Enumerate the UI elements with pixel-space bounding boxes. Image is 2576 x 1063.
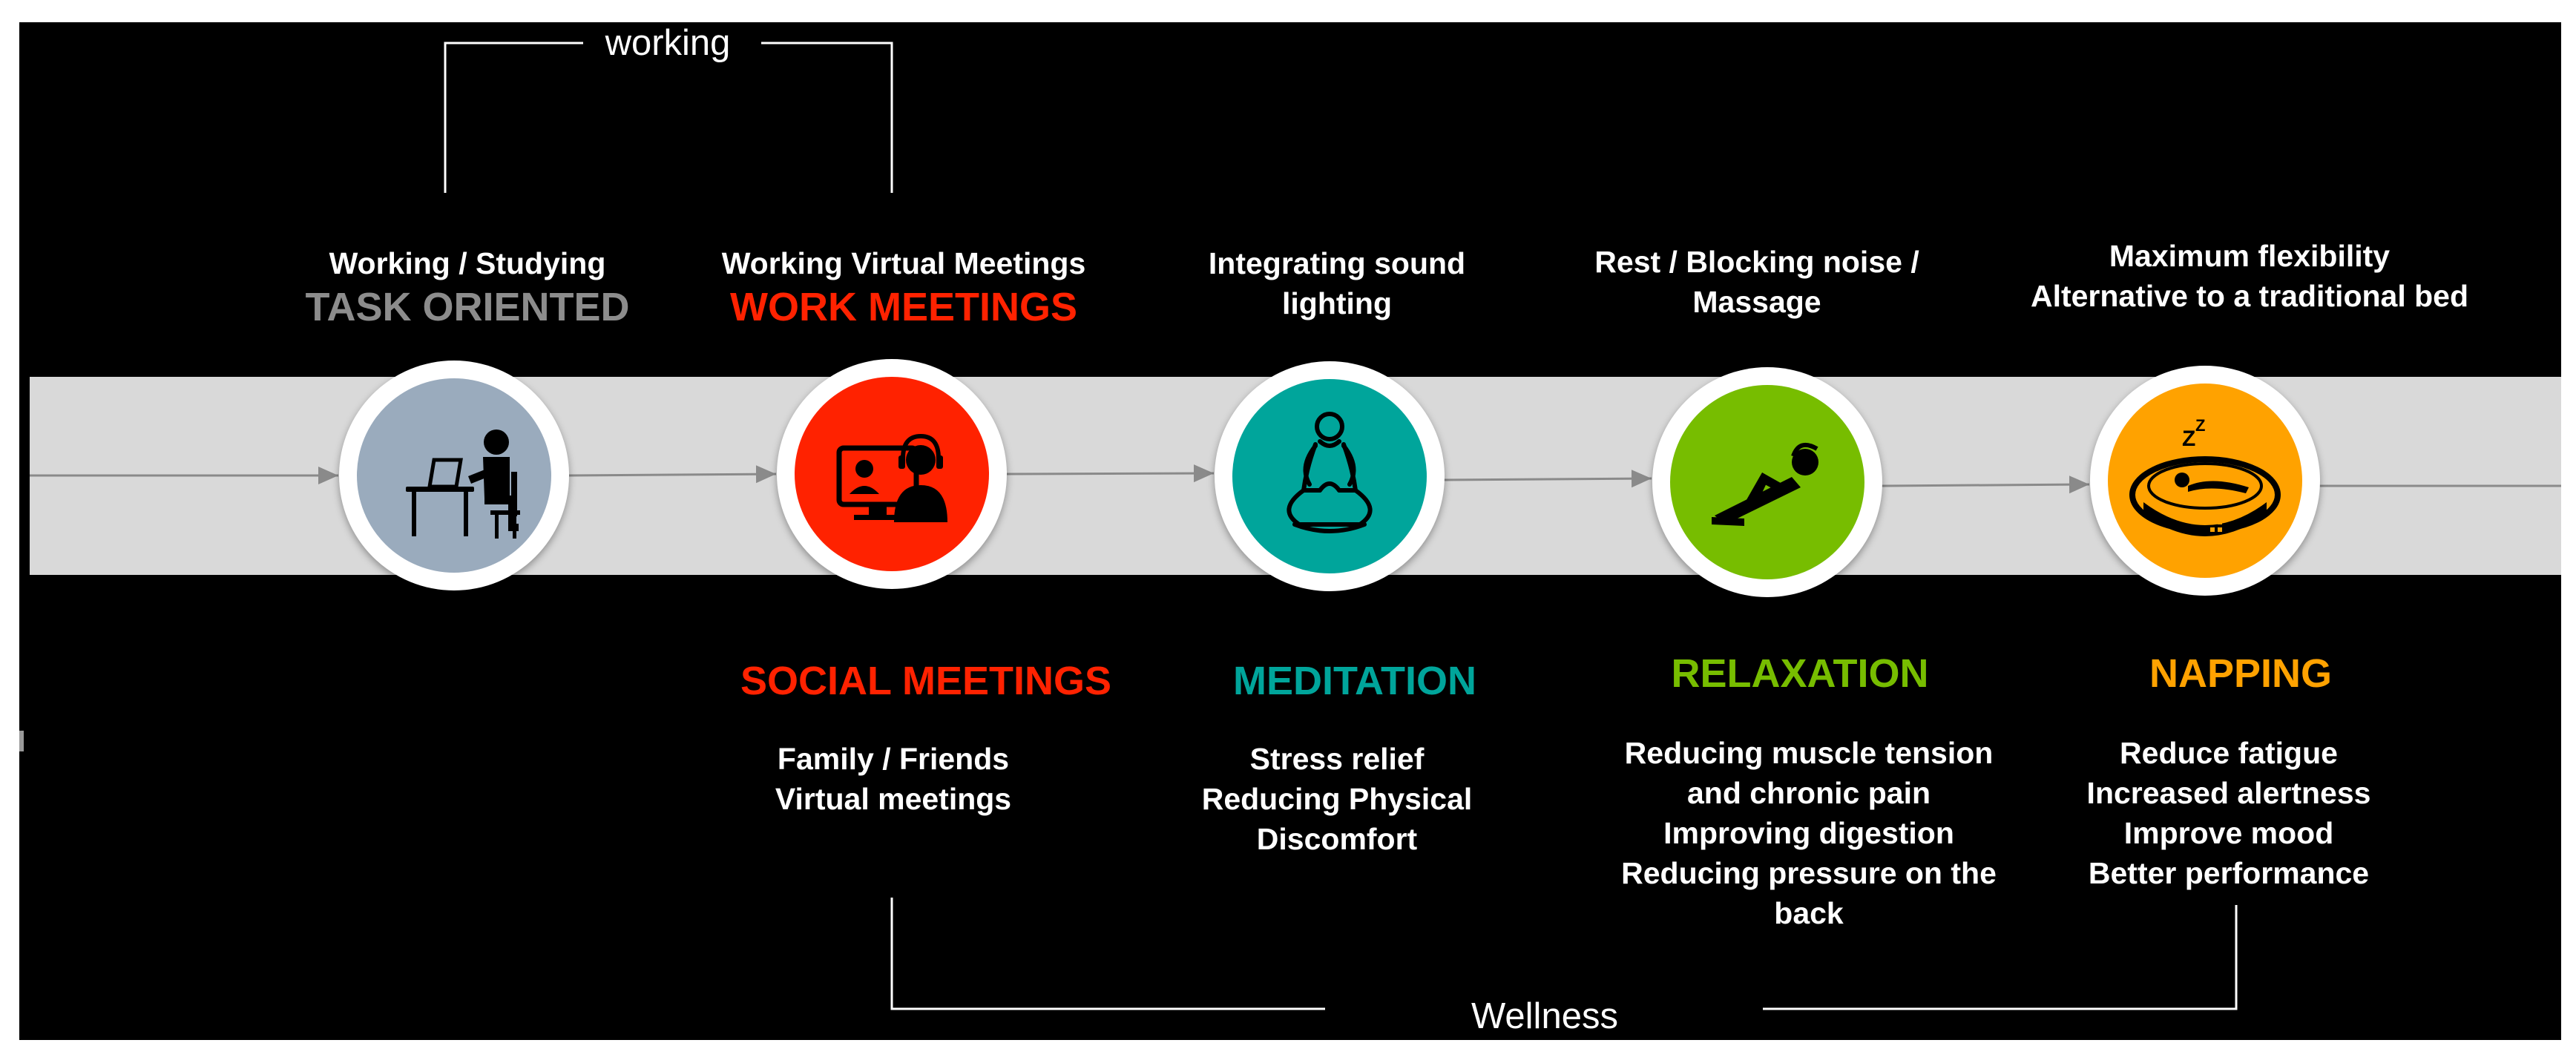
napping-label: NAPPING: [2149, 651, 2333, 696]
relaxation-label: RELAXATION: [1671, 651, 1929, 696]
left-edge-mark: [19, 731, 24, 751]
relaxation-top-text-1: Rest / Blocking noise /: [1594, 245, 1919, 279]
napping-node: Z Z: [2090, 366, 2320, 596]
video-conference-icon: [836, 433, 947, 522]
meetings-node: [777, 359, 1007, 589]
svg-text:Z: Z: [2182, 427, 2195, 451]
relaxation-desc-4: Reducing pressure on the: [1621, 856, 1997, 890]
relaxation-desc-3: Improving digestion: [1663, 816, 1954, 850]
napping-desc-4: Better performance: [2088, 856, 2370, 890]
napping-desc-1: Reduce fatigue: [2120, 736, 2338, 770]
napping-desc-2: Increased alertness: [2086, 776, 2371, 810]
meditation-icon: [1287, 412, 1373, 533]
task-top-text: Working / Studying: [329, 246, 606, 280]
arrow-relaxation-to-napping: [1881, 475, 2090, 494]
social-meetings-label: SOCIAL MEETINGS: [740, 659, 1112, 703]
arrow-task-to-meetings: [568, 465, 777, 484]
meditation-node: [1215, 361, 1445, 591]
meetings-desc-1: Family / Friends: [777, 742, 1010, 776]
timeline-connectors: [30, 42, 2561, 1010]
wellness-bracket-label: Wellness: [1471, 996, 1618, 1036]
diagram-canvas: working Wellness Working / Studying TASK…: [19, 22, 2561, 1040]
task-oriented-label: TASK ORIENTED: [305, 285, 630, 329]
relaxation-top-text-2: Massage: [1692, 285, 1821, 319]
working-bracket-label: working: [605, 23, 731, 63]
napping-top-text-1: Maximum flexibility: [2109, 239, 2391, 273]
working-bracket-left: [444, 42, 583, 193]
meditation-top-text-1: Integrating sound: [1208, 246, 1466, 280]
work-meetings-label: WORK MEETINGS: [730, 285, 1077, 329]
working-bracket-right: [761, 42, 893, 193]
meditation-top-text-2: lighting: [1281, 286, 1393, 320]
meditation-label: MEDITATION: [1233, 659, 1476, 703]
relaxation-desc-5: back: [1774, 896, 1844, 930]
reclining-person-icon: [1712, 442, 1818, 526]
napping-pod-icon: Z Z: [2129, 416, 2281, 536]
meditation-desc-2: Reducing Physical: [1201, 782, 1473, 816]
wellness-bracket-right: [1763, 905, 2238, 1010]
arrow-meetings-to-meditation: [1005, 464, 1215, 483]
meetings-desc-2: Virtual meetings: [775, 782, 1012, 816]
meetings-top-text: Working Virtual Meetings: [721, 246, 1086, 280]
wellness-bracket-left: [890, 898, 1325, 1010]
relaxation-desc-1: Reducing muscle tension: [1624, 736, 1994, 770]
meditation-desc-1: Stress relief: [1249, 742, 1425, 776]
arrow-meditation-to-relaxation: [1443, 470, 1652, 488]
desk-worker-icon: [406, 430, 520, 539]
relaxation-node: [1652, 367, 1882, 597]
napping-desc-3: Improve mood: [2123, 816, 2334, 850]
svg-text:Z: Z: [2195, 416, 2205, 435]
napping-top-text-2: Alternative to a traditional bed: [2030, 279, 2469, 313]
relaxation-desc-2: and chronic pain: [1686, 776, 1931, 810]
meditation-desc-3: Discomfort: [1256, 822, 1418, 856]
task-node: [339, 361, 569, 590]
